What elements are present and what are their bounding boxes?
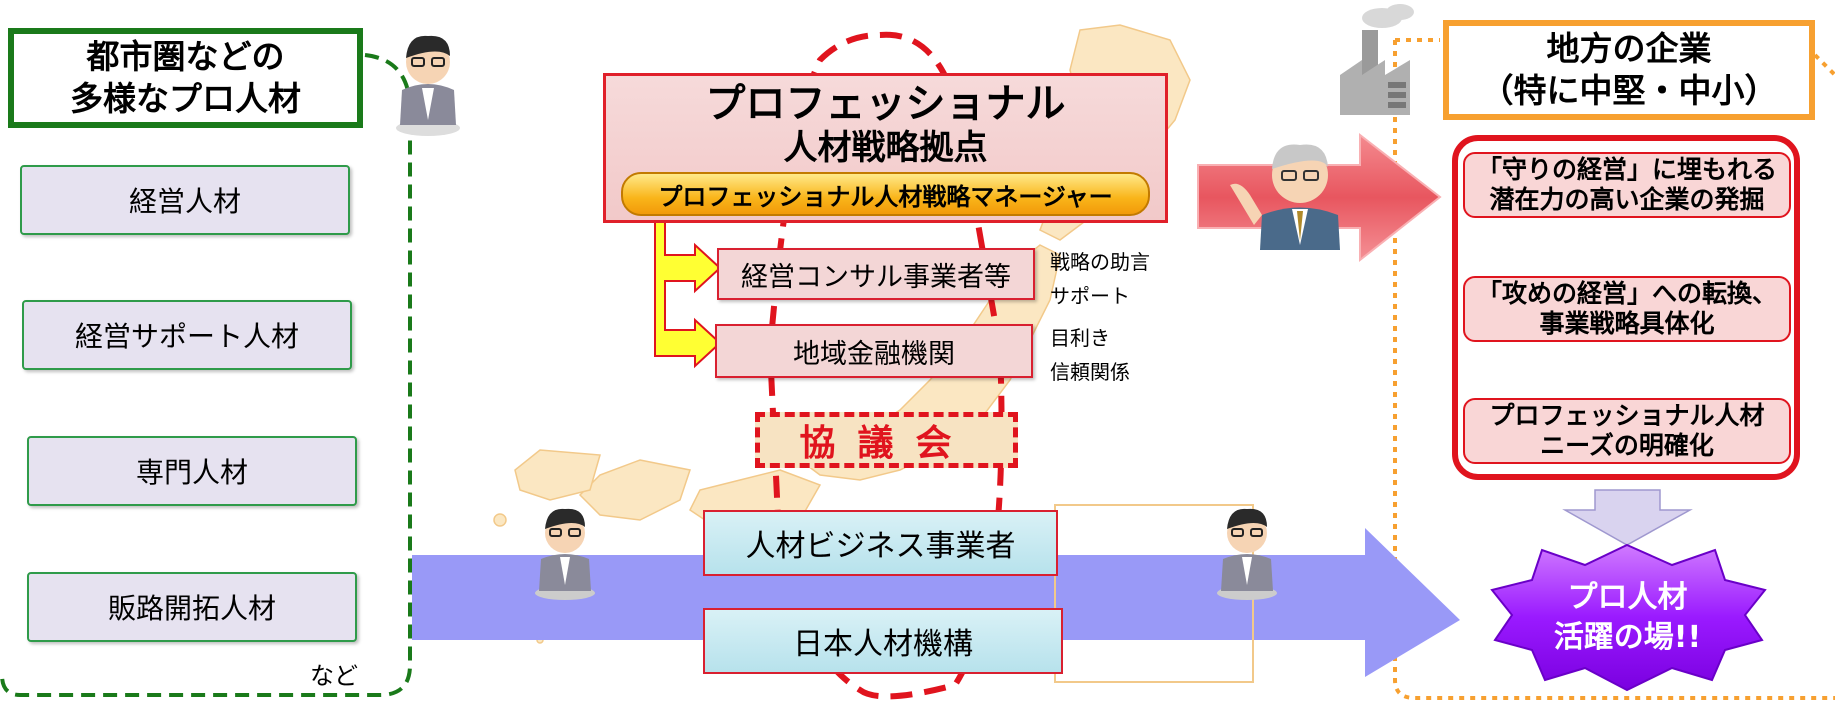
flow-step-3-line1: プロフェッショナル人材 [1489,401,1765,430]
pink-flow-arrow [1197,132,1442,263]
flow-step-2-line1: 「攻めの経営」への転換、 [1476,279,1777,308]
council-oval [766,31,1005,700]
left-title-line2: 多様なプロ人材 [70,79,301,118]
flow-step-3: プロフェッショナル人材 ニーズの明確化 [1463,398,1791,464]
flow-step-3-line2: ニーズの明確化 [1540,431,1714,460]
talent-box-specialist: 専門人材 [27,436,357,506]
right-region-title: 地方の企業 （特に中堅・中小） [1443,20,1815,120]
right-title-line2: （特に中堅・中小） [1480,71,1778,110]
talent-box-sales-channel: 販路開拓人材 [27,572,357,642]
bank-note-2: 信頼関係 [1050,360,1130,384]
hub-connector-arrows [654,221,722,369]
right-region-border [1393,38,1835,700]
talent-flow-arrow [412,528,1460,677]
manager-person-icon [1230,144,1340,250]
flow-step-2: 「攻めの経営」への転換、 事業戦略具体化 [1463,276,1791,342]
flow-step-1-line1: 「守りの経営」に埋もれる [1476,155,1777,184]
left-region-title: 都市圏などの 多様なプロ人材 [8,28,363,128]
hr-business-box: 人材ビジネス事業者 [703,510,1058,576]
person-icon [1217,508,1277,600]
hub-manager-label: プロフェッショナル人材戦略マネージャー [621,172,1150,216]
goal-line2: 活躍の場!! [1553,619,1702,655]
bank-note-1: 目利き [1050,326,1110,350]
consultant-note-1: 戦略の助言 [1050,250,1150,274]
left-title-line1: 都市圏などの [86,37,285,76]
flow-step-1-line2: 潜在力の高い企業の発掘 [1489,185,1765,214]
regional-bank-box: 地域金融機関 [715,324,1033,378]
talent-box-management-support: 経営サポート人材 [22,300,352,370]
etc-label: など [310,662,358,690]
talent-box-management: 経営人材 [20,165,350,235]
goal-line1: プロ人材 [1567,579,1688,615]
factory-icon [1340,4,1414,115]
japan-hr-org-box: 日本人材機構 [703,608,1063,674]
person-icon [535,508,595,600]
hub-title-line2: 人材戦略拠点 [783,128,988,168]
hub-title-line1: プロフェッショナル [705,81,1066,127]
consultant-box: 経営コンサル事業者等 [717,248,1035,300]
goal-star [1490,543,1767,692]
goal-label: プロ人材 活躍の場!! [1535,570,1720,665]
consultant-note-2: サポート [1050,284,1130,308]
council-label: 協議会 [755,412,1018,468]
flow-step-1: 「守りの経営」に埋もれる 潜在力の高い企業の発掘 [1463,152,1791,218]
right-title-line1: 地方の企業 [1546,29,1712,68]
professional-hub: プロフェッショナル 人材戦略拠点 プロフェッショナル人材戦略マネージャー [603,73,1168,223]
goal-arrow [1562,489,1693,546]
person-icon [396,35,460,136]
flow-step-2-line2: 事業戦略具体化 [1539,309,1715,338]
